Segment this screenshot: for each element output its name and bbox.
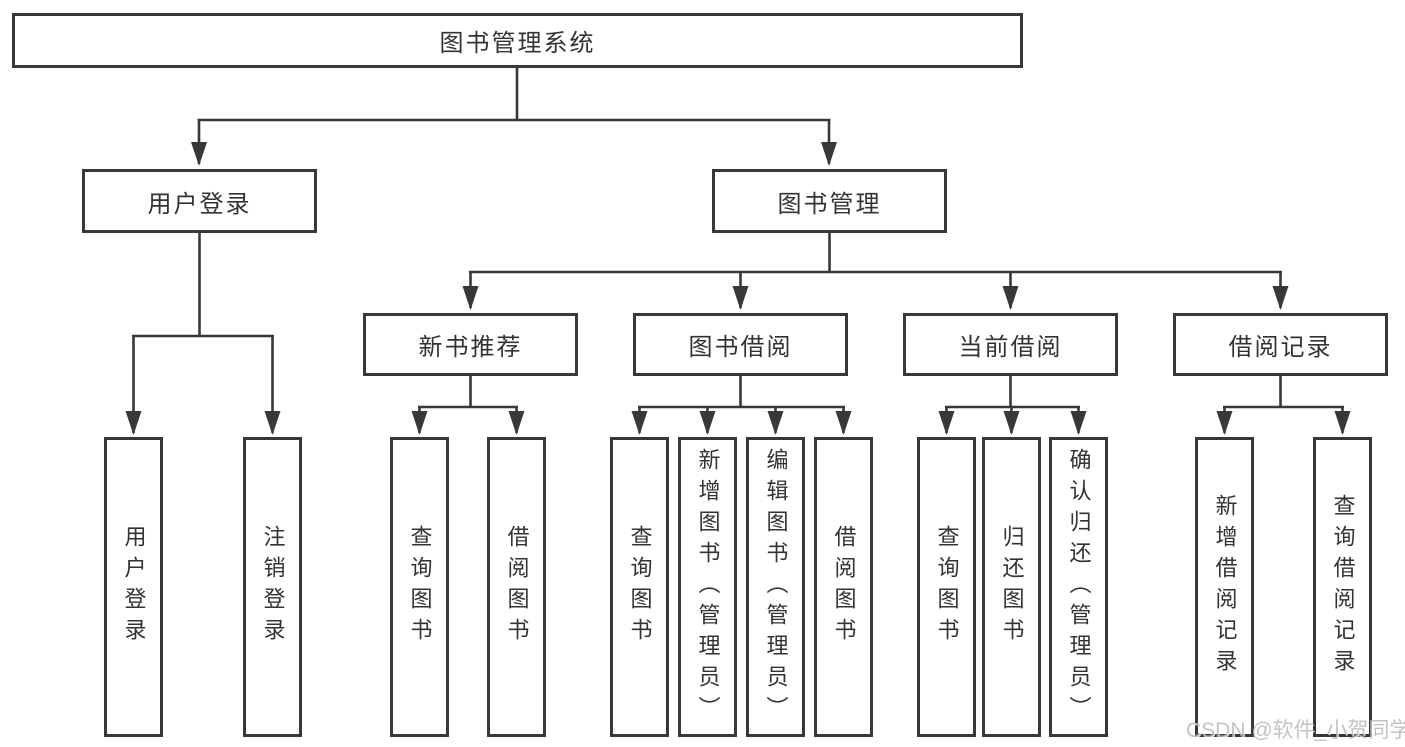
node-book-borrow-label: 图书借阅 [688, 334, 793, 361]
leaf-user-login: 用户登录 [104, 437, 163, 737]
leaf-bb-edit-book-admin: 编辑图书（管理员） [746, 437, 805, 737]
leaf-bb-borrow-books: 借阅图书 [814, 437, 873, 737]
node-book-mgmt: 图书管理 [712, 169, 947, 233]
leaf-logout: 注销登录 [243, 437, 302, 737]
leaf-cb-confirm-return-admin-label: 确认归还（管理员） [1066, 447, 1092, 727]
leaf-br-query-record: 查询借阅记录 [1313, 437, 1372, 737]
csdn-watermark: CSDN @软件_小贺同学 [1186, 719, 1405, 742]
leaf-nb-borrow-books: 借阅图书 [487, 437, 546, 737]
node-new-book-recommend-label: 新书推荐 [418, 334, 523, 361]
node-root: 图书管理系统 [12, 13, 1023, 68]
leaf-bb-add-book-admin-label: 新增图书（管理员） [695, 447, 721, 727]
node-book-mgmt-label: 图书管理 [777, 190, 882, 218]
leaf-logout-label: 注销登录 [260, 525, 286, 649]
leaf-nb-query-books-label: 查询图书 [407, 525, 433, 649]
node-user-login-label: 用户登录 [147, 190, 252, 218]
leaf-bb-edit-book-admin-label: 编辑图书（管理员） [763, 447, 789, 727]
leaf-bb-borrow-books-label: 借阅图书 [831, 525, 857, 649]
node-borrow-records: 借阅记录 [1173, 313, 1388, 376]
leaf-bb-query-books: 查询图书 [610, 437, 669, 737]
leaf-nb-borrow-books-label: 借阅图书 [504, 525, 530, 649]
leaf-user-login-label: 用户登录 [121, 525, 147, 649]
leaf-cb-return-books-label: 归还图书 [999, 525, 1025, 649]
leaf-br-query-record-label: 查询借阅记录 [1330, 494, 1356, 680]
node-book-borrow: 图书借阅 [633, 313, 848, 376]
node-root-label: 图书管理系统 [439, 30, 596, 57]
leaf-cb-confirm-return-admin: 确认归还（管理员） [1049, 437, 1108, 737]
node-user-login: 用户登录 [82, 169, 317, 233]
leaf-cb-return-books: 归还图书 [982, 437, 1041, 737]
leaf-cb-query-books-label: 查询图书 [934, 525, 960, 649]
node-current-borrow-label: 当前借阅 [958, 334, 1063, 361]
leaf-bb-query-books-label: 查询图书 [627, 525, 653, 649]
node-borrow-records-label: 借阅记录 [1228, 334, 1333, 361]
leaf-br-add-record: 新增借阅记录 [1195, 437, 1254, 737]
leaf-nb-query-books: 查询图书 [390, 437, 449, 737]
leaf-cb-query-books: 查询图书 [917, 437, 976, 737]
leaf-bb-add-book-admin: 新增图书（管理员） [678, 437, 737, 737]
leaf-br-add-record-label: 新增借阅记录 [1212, 494, 1238, 680]
node-current-borrow: 当前借阅 [903, 313, 1118, 376]
node-new-book-recommend: 新书推荐 [363, 313, 578, 376]
